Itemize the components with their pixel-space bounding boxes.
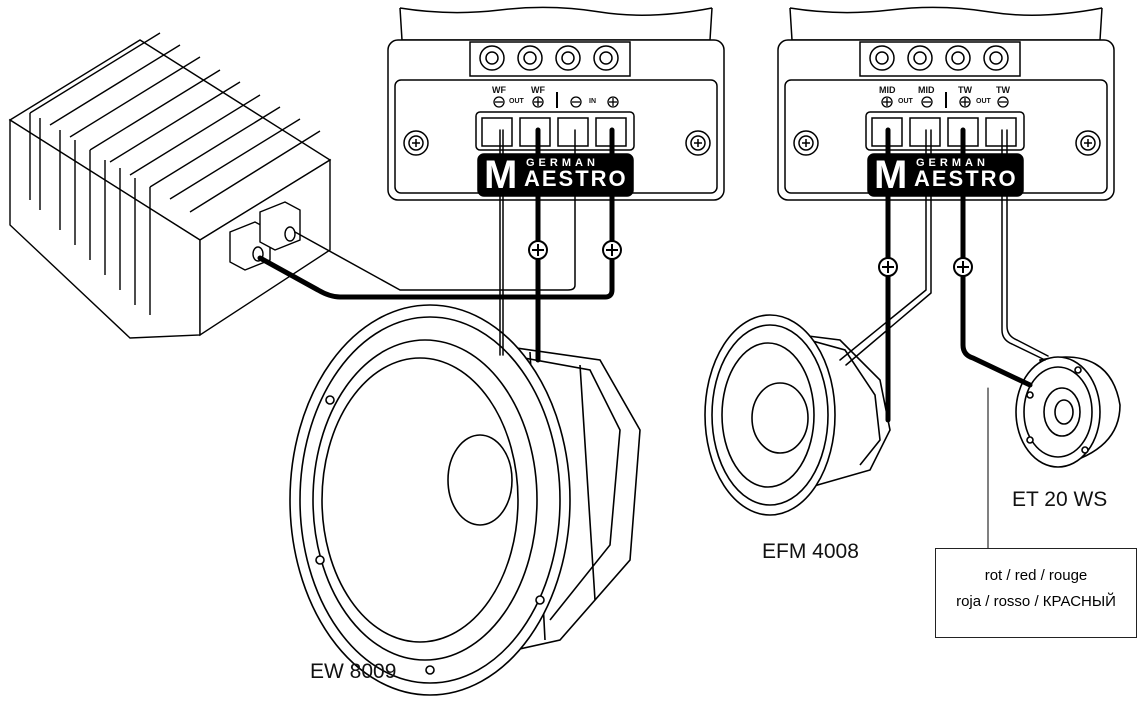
plus-marker-woofer [528,240,548,260]
crossover-left-screw-right [685,130,711,156]
terminal-label-tw-neg: TW [996,85,1010,95]
brand-letter: M [484,153,519,197]
brand-bottom: AESTRO [524,166,628,191]
terminal-label-mid-pos: MID [879,85,896,95]
plus-marker-tweeter [953,257,973,277]
legend-line-2: roja / rosso / КРАСНЫЙ [956,593,1116,610]
terminal-label-out: OUT [509,98,524,105]
plus-marker-input [602,240,622,260]
brand-logo-right: M GERMAN AESTRO [868,153,1023,197]
amplifier [8,32,332,339]
brand-logo-left: M GERMAN AESTRO [478,153,633,197]
terminal-label-in: IN [589,98,596,105]
legend-line-1: rot / red / rouge [984,567,1088,584]
crossover-right-screw-right [1075,130,1101,156]
tweeter-speaker [1015,356,1121,468]
brand-top: GERMAN [916,157,989,169]
midrange-model-label: EFM 4008 [762,540,859,563]
crossover-right-body [777,6,1115,201]
terminal-symbols [493,96,1009,108]
terminal-label-out-tw: OUT [976,98,991,105]
plus-marker-mid [878,257,898,277]
terminal-label-tw-pos: TW [958,85,972,95]
brand-letter: M [874,153,909,197]
crossover-left-body [387,6,725,201]
woofer-speaker [289,304,641,696]
terminal-label-wf-neg: WF [492,85,506,95]
crossover-left-screw-left [403,130,429,156]
terminal-label-mid-neg: MID [918,85,935,95]
crossover-right-screw-left [793,130,819,156]
wires [257,127,1049,549]
brand-bottom: AESTRO [914,166,1018,191]
terminal-label-out-mid: OUT [898,98,913,105]
tweeter-model-label: ET 20 WS [1012,488,1108,511]
terminal-label-wf-pos: WF [531,85,545,95]
woofer-model-label: EW 8009 [310,660,397,683]
brand-top: GERMAN [526,157,599,169]
midrange-speaker [704,314,891,516]
wire-color-legend: rot / red / rouge roja / rosso / КРАСНЫЙ [935,548,1137,638]
